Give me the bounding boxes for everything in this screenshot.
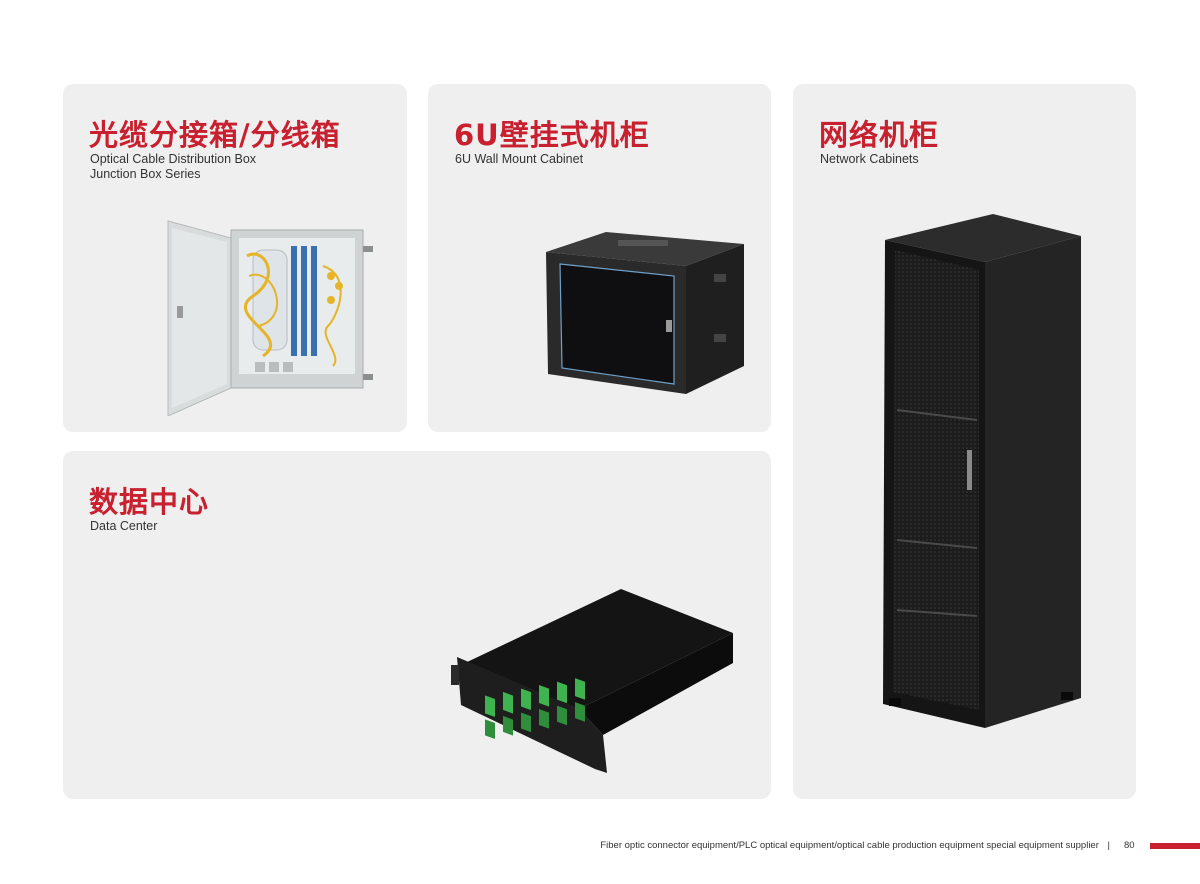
card-network-cabinet[interactable]: 网络机柜 Network Cabinets [793,84,1136,799]
junction-box-image [167,220,373,416]
footer-separator: | [1107,840,1110,851]
footer-tagline: Fiber optic connector equipment/PLC opti… [600,840,1110,851]
page-number: 80 [1124,840,1135,851]
wall-cabinet-image [546,232,744,394]
subtitle-line: Junction Box Series [90,167,201,181]
card-title: 数据中心 [89,485,210,519]
subtitle-line: 6U Wall Mount Cabinet [455,152,584,166]
subtitle-line: Network Cabinets [820,152,919,166]
card-wall-cabinet[interactable]: 6U壁挂式机柜 6U Wall Mount Cabinet [428,84,771,432]
card-subtitle: Network Cabinets [820,152,919,167]
footer-tagline-text: Fiber optic connector equipment/PLC opti… [600,840,1099,851]
data-center-module-image [451,589,733,773]
card-subtitle: 6U Wall Mount Cabinet [455,152,583,167]
card-subtitle: Data Center [90,519,157,534]
card-data-center[interactable]: 数据中心 Data Center [63,451,771,799]
network-cabinet-image [883,214,1081,728]
card-title: 网络机柜 [819,118,940,152]
card-title: 光缆分接箱/分线箱 [89,118,341,152]
accent-bar [1150,843,1200,849]
card-title: 6U壁挂式机柜 [454,118,650,152]
card-subtitle: Optical Cable Distribution Box Junction … [90,152,256,182]
subtitle-line: Data Center [90,519,158,533]
card-junction-box[interactable]: 光缆分接箱/分线箱 Optical Cable Distribution Box… [63,84,407,432]
subtitle-line: Optical Cable Distribution Box [90,152,257,166]
